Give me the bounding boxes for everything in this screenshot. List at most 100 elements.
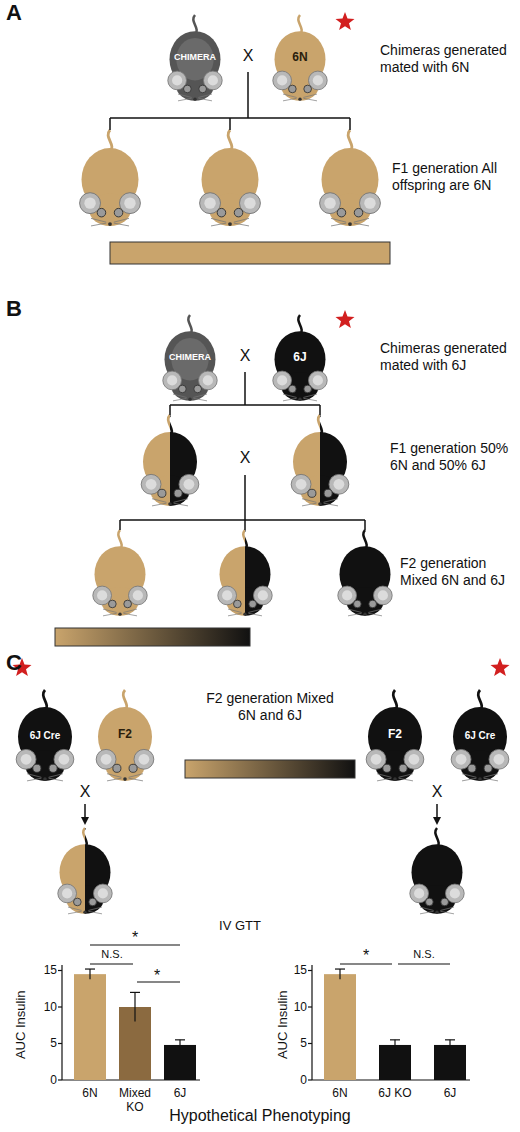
line [244,372,246,405]
line [58,1079,62,1080]
label: C [6,650,22,676]
mouse-label-box: CHIMERA [174,53,216,63]
line [229,118,231,130]
label: IV GTT [219,918,261,934]
strain-label: 6J Cre [30,730,61,741]
mouse [218,530,272,616]
line [89,969,90,979]
label: B [6,296,22,322]
line [311,965,312,1080]
line [169,405,171,415]
line [175,1039,185,1040]
label: 0 [300,1073,307,1087]
line [85,968,95,969]
mouse [410,828,464,914]
mouse [163,315,217,401]
line [398,963,450,964]
note-text: Chimeras generated mated with 6J [380,340,510,374]
label: N.S. [413,948,434,961]
line [134,992,135,1021]
line [119,520,121,530]
gradient-bar [55,628,250,646]
label: N.S. [101,948,122,961]
line [58,1006,62,1007]
line [349,118,351,130]
mouse-label-box: F2 [118,728,132,741]
mouse-label-box: 6J Cre [465,730,496,741]
note-text: F2 generation Mixed 6N and 6J [400,555,515,589]
bar [324,974,356,1080]
line [364,520,366,530]
arrowhead [433,817,441,825]
red-star [491,658,510,676]
line [335,968,345,969]
mouse [338,530,392,616]
mouse [141,415,199,506]
line [319,405,321,415]
note-text: AUC Insulin [274,991,290,1060]
label: 10 [44,1000,57,1014]
label: * [363,946,369,965]
label: 6N [82,1086,97,1100]
mouse [291,415,349,506]
label: 6J KO [378,1086,411,1100]
mouse [168,15,222,101]
line [130,992,140,993]
mouse [80,130,141,226]
line [179,1040,180,1050]
label: 6J [174,1086,187,1100]
label: 15 [294,963,307,977]
line [339,969,340,979]
line [390,1039,400,1040]
mouse [273,315,327,401]
mouse [273,15,327,101]
note-text: F1 generation 50% 6N and 50% 6J [390,440,514,474]
strain-label: CHIMERA [169,353,211,363]
line [120,519,365,521]
strain-label: 6N [292,51,307,64]
label: * [132,928,138,947]
mouse [93,530,147,616]
gradient-bar [185,760,355,778]
caption: Hypothetical Phenotyping [169,1106,350,1125]
label: * [154,966,160,985]
line [58,1043,62,1044]
mouse [16,690,74,781]
line [436,804,438,818]
label: 5 [300,1036,307,1050]
line [247,72,249,118]
note-text: Chimeras generated mated with 6N [380,42,510,76]
bar [74,974,106,1080]
mouse [96,690,154,781]
label: 10 [294,1000,307,1014]
mouse-label-box: F2 [388,728,402,741]
line [58,970,62,971]
note-text: F2 generation Mixed 6N and 6J [203,690,338,724]
mouse [451,690,509,781]
label: A [6,0,22,26]
line [61,965,62,1080]
line [244,475,246,520]
mouse [58,828,112,914]
line [244,520,246,530]
mouse [366,690,424,781]
strain-label: CHIMERA [174,53,216,63]
line [394,1040,395,1050]
label: X [240,448,251,467]
strain-label: F2 [118,728,132,741]
line [308,1043,312,1044]
line [308,1079,312,1080]
label: X [432,782,443,801]
mouse [200,130,261,226]
label: Mixed KO [113,1086,157,1115]
line [90,963,133,964]
red-star [336,12,355,30]
label: X [240,346,251,365]
mouse [320,130,381,226]
bar [379,1045,411,1080]
mouse-label-box: 6J Cre [30,730,61,741]
line [449,1040,450,1050]
gradient-bar [110,242,390,264]
note-text: F1 generation All offspring are 6N [392,160,516,194]
label: 6J [444,1086,457,1100]
